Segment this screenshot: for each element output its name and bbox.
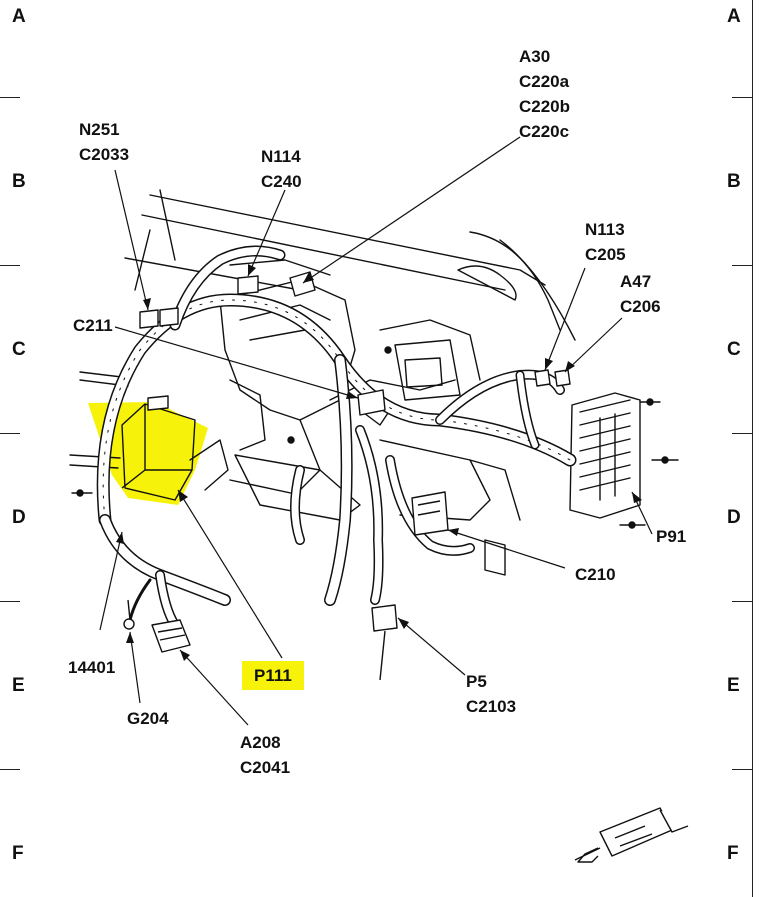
- callout-a30: A30 C220a C220b C220c: [519, 47, 571, 141]
- grid-row-letter-right: D: [727, 507, 741, 528]
- p111-highlight: [88, 402, 208, 505]
- callout-p5: P5 C2103: [466, 672, 517, 716]
- callout-c211: C211: [73, 316, 113, 335]
- grid-tick: [0, 265, 20, 266]
- callout-n251: N251 C2033: [79, 120, 130, 164]
- callout-n113: N113 C205: [585, 220, 626, 264]
- callout-g204: G204: [127, 709, 169, 728]
- frame-border-right: [752, 0, 753, 897]
- grid-tick: [0, 601, 20, 602]
- callout-14401: 14401: [68, 658, 116, 677]
- grid-tick: [732, 433, 752, 434]
- grid-row-letter-left: B: [12, 171, 26, 192]
- grid-tick: [732, 265, 752, 266]
- round-connector: [151, 619, 191, 653]
- grid-tick: [0, 97, 20, 98]
- grid-tick: [732, 769, 752, 770]
- grid-row-letter-left: F: [12, 843, 24, 864]
- grid-tick: [0, 433, 20, 434]
- grid-tick: [732, 601, 752, 602]
- grid-tick: [732, 97, 752, 98]
- connector-view-arrow-icon: [574, 807, 689, 863]
- ground-eyelet-icon: [123, 599, 135, 630]
- callout-p91: P91: [656, 527, 687, 546]
- callout-c210: C210: [575, 565, 616, 584]
- grid-row-letter-left: A: [12, 6, 26, 27]
- grid-row-letter-right: B: [727, 171, 741, 192]
- grid-row-letter-left: D: [12, 507, 26, 528]
- callout-p111: P111: [242, 661, 304, 690]
- callout-a208: A208 C2041: [240, 733, 291, 777]
- grid-row-letter-right: E: [727, 675, 740, 696]
- fuse-junction-box-icon: [569, 392, 641, 519]
- callout-n114: N114 C240: [261, 147, 302, 191]
- grid-tick: [0, 769, 20, 770]
- grid-row-letter-left: E: [12, 675, 25, 696]
- grid-row-letter-right: C: [727, 339, 741, 360]
- callout-a47: A47 C206: [620, 272, 661, 316]
- grid-row-letter-right: A: [727, 6, 741, 27]
- grid-row-letter-left: C: [12, 339, 26, 360]
- grid-row-letter-right: F: [727, 843, 739, 864]
